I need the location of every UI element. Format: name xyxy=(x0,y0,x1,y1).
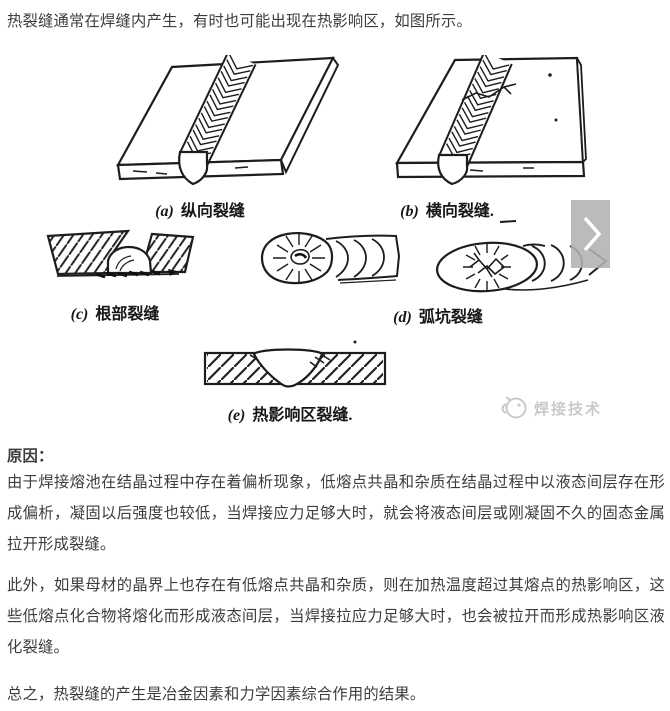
figure-label-d: (d)弧坑裂缝 xyxy=(393,309,483,326)
next-button[interactable] xyxy=(571,200,610,268)
weld-crack-diagram xyxy=(46,55,608,388)
figure-image[interactable]: (a)纵向裂缝 (b)横向裂缝. (c)根部裂缝 (d)弧坑裂缝 (e)热影响区… xyxy=(0,55,670,435)
chevron-right-icon xyxy=(583,216,601,252)
figure-label-c: (c)根部裂缝 xyxy=(70,306,160,323)
diagram-b-transverse-crack xyxy=(395,55,587,186)
cause-paragraph-1: 由于焊接熔池在结晶过程中存在着偏析现象，低熔点共晶和杂质在结晶过程中以液态间层存… xyxy=(7,474,665,553)
diagram-e-haz-crack xyxy=(203,340,387,388)
diagram-d-crater-crack xyxy=(260,220,608,293)
watermark-logo-icon xyxy=(501,396,527,419)
intro-paragraph: 热裂缝通常在焊缝内产生，有时也可能出现在热影响区，如图所示。 xyxy=(7,13,472,30)
watermark-text: 焊接技术 xyxy=(534,400,603,418)
figure-label-e: (e)热影响区裂缝. xyxy=(227,407,353,424)
diagram-c-root-crack xyxy=(46,229,195,279)
diagram-a-longitudinal-crack xyxy=(116,55,340,186)
conclusion-paragraph: 总之，热裂缝的产生是冶金因素和力学因素综合作用的结果。 xyxy=(7,686,426,703)
figure-label-b: (b)横向裂缝. xyxy=(400,203,494,220)
cause-heading: 原因： xyxy=(7,448,54,465)
cause-paragraph-2: 此外，如果母材的晶界上也存在有低熔点共晶和杂质，则在加热温度超过其熔点的热影响区… xyxy=(7,577,665,656)
figure-label-a: (a)纵向裂缝 xyxy=(155,203,245,220)
watermark: 焊接技术 xyxy=(498,395,602,421)
